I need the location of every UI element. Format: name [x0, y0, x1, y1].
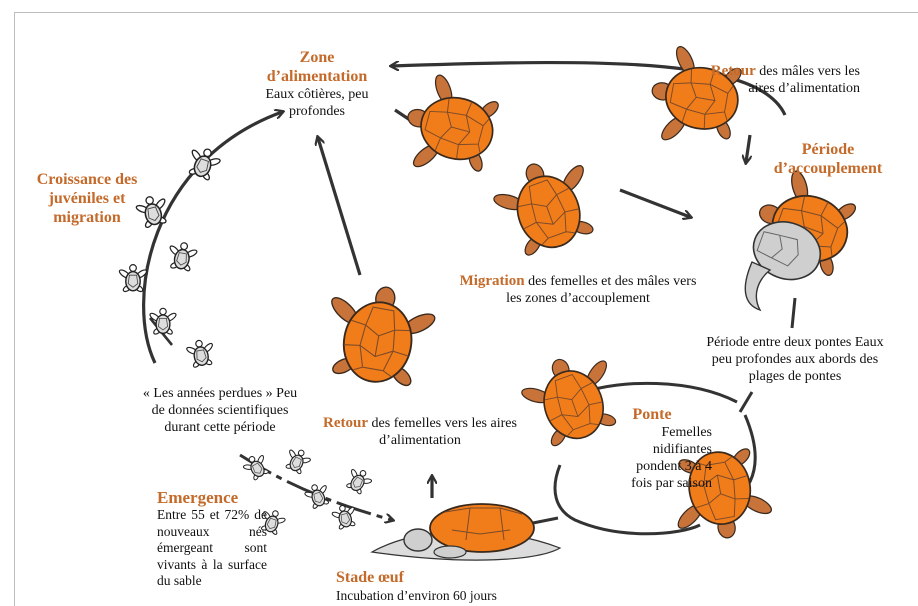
- hatchling-icon: [281, 445, 313, 477]
- hatchling-icon: [165, 240, 199, 273]
- feeding-zone-title: Zone d’alimentation: [252, 48, 382, 86]
- adult-turtle-icon: [395, 67, 506, 187]
- arrow-migration: [620, 190, 690, 217]
- line-internesting-bottom: [740, 392, 752, 412]
- nesting-text: Femelles nidifiantes pondent 3 à 4 fois …: [612, 424, 712, 492]
- mating-period-title: Période d’accouplement: [758, 140, 898, 178]
- hatchling-icon: [342, 465, 375, 498]
- nesting-label: Ponte Femelles nidifiantes pondent 3 à 4…: [612, 405, 712, 492]
- hatchling-icon: [184, 338, 217, 369]
- females-return-title: Retour: [323, 415, 368, 431]
- hatchling-icon: [302, 481, 333, 511]
- adult-turtle-icon: [316, 278, 443, 393]
- nesting-turtle-icon: [372, 504, 560, 560]
- mating-turtles-icon: [742, 161, 865, 310]
- juvenile-growth-label: Croissance des juvéniles et migration: [28, 170, 146, 227]
- ponte-loop-top: [585, 383, 737, 402]
- lost-years-label: « Les années perdues » Peu de données sc…: [136, 385, 304, 436]
- egg-stage-title: Stade œuf: [336, 568, 536, 587]
- emergence-label: Emergence Entre 55 et 72% de nouveaux né…: [157, 488, 267, 590]
- arrow-mating-up: [746, 135, 750, 162]
- feeding-zone-text: Eaux côtières, peu profondes: [252, 86, 382, 120]
- mating-period-label: Période d’accouplement: [758, 140, 898, 178]
- females-return-text: des femelles vers les aires d’alimentati…: [368, 416, 517, 448]
- adult-turtle-icon: [484, 147, 609, 264]
- juvenile-growth-title: Croissance des juvéniles et migration: [28, 170, 146, 227]
- hatchling-icon: [330, 502, 360, 531]
- males-return-title: Retour: [711, 63, 756, 79]
- migration-title: Migration: [460, 273, 525, 289]
- internesting-text: Période entre deux pontes Eaux peu profo…: [702, 334, 888, 385]
- internesting-label: Période entre deux pontes Eaux peu profo…: [702, 334, 888, 385]
- males-return-label: Retour des mâles vers les aires d’alimen…: [692, 63, 860, 97]
- emergence-text: Entre 55 et 72% de nouveaux nés émergean…: [157, 507, 267, 590]
- migration-label: Migration des femelles et des mâles vers…: [452, 273, 704, 307]
- hatchling-icon: [240, 451, 273, 484]
- nesting-title: Ponte: [612, 405, 692, 424]
- males-return-text: des mâles vers les aires d’alimentation: [748, 64, 860, 96]
- egg-stage-text: Incubation d’environ 60 jours: [336, 587, 536, 604]
- adult-turtle-icon: [644, 40, 748, 155]
- emergence-title: Emergence: [157, 488, 267, 507]
- egg-stage-label: Stade œuf Incubation d’environ 60 jours: [336, 568, 536, 604]
- line-internesting-top: [792, 298, 795, 328]
- females-return-label: Retour des femelles vers les aires d’ali…: [322, 415, 518, 449]
- lost-years-text: « Les années perdues » Peu de données sc…: [136, 385, 304, 436]
- feeding-zone-label: Zone d’alimentation Eaux côtières, peu p…: [252, 48, 382, 120]
- migration-text: des femelles et des mâles vers les zones…: [506, 274, 696, 306]
- arrow-female-return: [318, 138, 360, 275]
